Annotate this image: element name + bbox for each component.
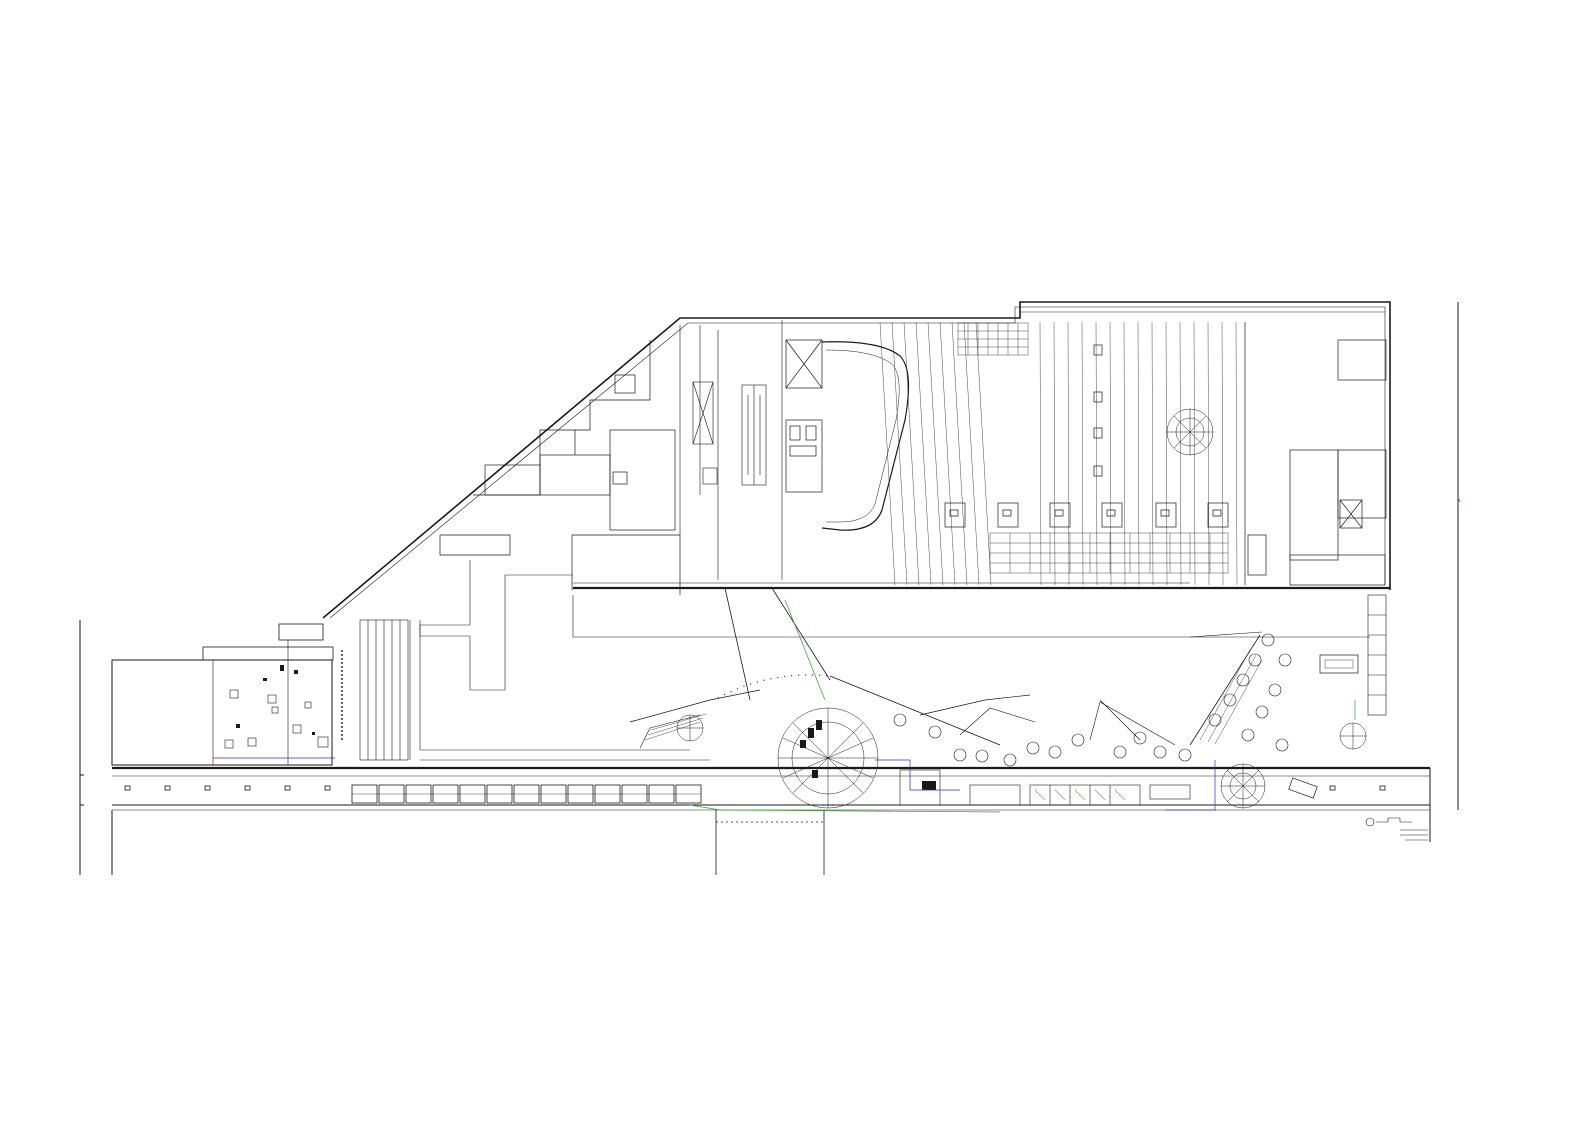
central-plaza (629, 496, 1461, 813)
core-blocks (785, 339, 823, 493)
small-dome-left (676, 714, 704, 742)
round-tables (893, 633, 1292, 767)
seating-band (989, 532, 1229, 574)
large-dome-south (1220, 763, 1266, 809)
parallel-ramps (341, 619, 710, 761)
radial-pavilion (777, 707, 879, 809)
escalator (741, 384, 767, 486)
east-wing (1244, 322, 1387, 586)
annex-furniture (224, 689, 329, 749)
left-wing-rooms (439, 340, 681, 595)
kiosk-modules (944, 502, 1229, 528)
west-annex (111, 623, 335, 766)
hall-columns (1093, 344, 1103, 477)
x-marked-void (692, 381, 718, 485)
skylight-grid (957, 322, 1029, 356)
geodesic-dome (1166, 408, 1214, 456)
market-stalls (351, 784, 702, 804)
small-dome-east (1339, 722, 1367, 750)
east-grid-column (1367, 594, 1387, 716)
sheet-edge-lines (79, 302, 1459, 875)
tree-arc (717, 674, 831, 699)
title-block (1365, 817, 1428, 841)
pavilion-dark-blocks (800, 720, 936, 790)
corridor-outline (419, 560, 1370, 691)
annex-dark-marks (236, 665, 315, 735)
curved-atrium-wall (821, 341, 910, 531)
bollards (124, 785, 1386, 791)
main-building (322, 301, 1391, 691)
promenade-band (111, 766, 1431, 875)
main-hall-rafters (879, 321, 1238, 586)
south-stall-strip (899, 769, 1191, 806)
tiered-seating-stripes (1199, 649, 1263, 745)
orange-marks (1034, 789, 1126, 801)
